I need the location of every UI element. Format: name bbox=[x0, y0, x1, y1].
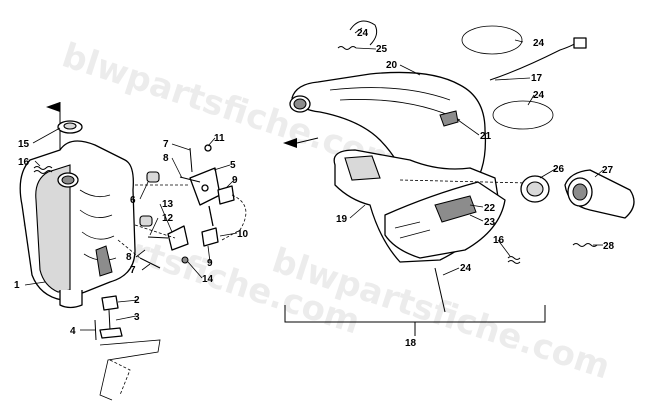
callout-11: 11 bbox=[214, 133, 225, 144]
callout-19: 19 bbox=[336, 214, 348, 225]
callout-13: 13 bbox=[162, 199, 174, 210]
callout-labels: 1 2 3 4 5 6 7 7 8 8 9 9 10 11 12 13 14 1… bbox=[14, 27, 615, 349]
callout-24-mid: 24 bbox=[533, 90, 545, 101]
exhaust-pipe-assembly bbox=[283, 20, 635, 336]
spring-part-25 bbox=[337, 46, 357, 50]
callout-3: 3 bbox=[134, 312, 140, 323]
callout-28: 28 bbox=[603, 241, 615, 252]
muffler-inlet-bore bbox=[61, 175, 75, 185]
spring-coil bbox=[507, 260, 521, 264]
nut-part-11 bbox=[204, 144, 212, 152]
callout-25: 25 bbox=[376, 44, 388, 55]
assembly-guide-arc bbox=[221, 194, 247, 241]
callout-16-right: 16 bbox=[493, 235, 505, 246]
band-part-24-top bbox=[349, 20, 378, 46]
callout-14: 14 bbox=[202, 274, 214, 285]
washer-part-3 bbox=[99, 327, 123, 339]
frame-rail bbox=[99, 339, 161, 401]
stud-part-3 bbox=[108, 309, 111, 331]
bushing-part-6-upper bbox=[146, 171, 160, 183]
clip-part-9-lower bbox=[201, 227, 219, 247]
callout-23: 23 bbox=[484, 217, 496, 228]
muffler-outlet bbox=[59, 290, 83, 309]
sensor-boss-part-21 bbox=[439, 110, 459, 127]
assembly-guide-lines bbox=[117, 184, 190, 259]
callout-24-ring: 24 bbox=[533, 38, 545, 49]
callout-2: 2 bbox=[134, 295, 140, 306]
callout-9-lower: 9 bbox=[207, 258, 213, 269]
callout-8-upper: 8 bbox=[163, 153, 169, 164]
nut-part-2 bbox=[101, 295, 119, 311]
bushing-part-6-lower bbox=[139, 215, 153, 227]
callout-18: 18 bbox=[405, 338, 417, 349]
bolt-part-12 bbox=[147, 236, 169, 239]
callout-10: 10 bbox=[237, 229, 249, 240]
chamber-shaded-panel bbox=[344, 155, 381, 181]
callout-22: 22 bbox=[484, 203, 496, 214]
plate-part-13 bbox=[167, 225, 189, 251]
callout-16-left: 16 bbox=[18, 157, 30, 168]
callout-7-upper: 7 bbox=[163, 139, 169, 150]
callout-20: 20 bbox=[386, 60, 398, 71]
pin-part-10 bbox=[208, 205, 214, 227]
muffler-bracket bbox=[95, 245, 113, 277]
flag-arrow-icon bbox=[46, 102, 60, 112]
pin-part-4 bbox=[94, 319, 97, 341]
callout-1: 1 bbox=[14, 280, 20, 291]
callout-9-upper: 9 bbox=[232, 175, 238, 186]
callout-15: 15 bbox=[18, 139, 30, 150]
coupler-bore bbox=[572, 183, 588, 201]
bolt-part-7-upper bbox=[189, 147, 193, 173]
centerline bbox=[399, 179, 529, 184]
seal-ring-hole bbox=[526, 181, 544, 197]
callout-12: 12 bbox=[162, 213, 174, 224]
band-part-24-mid bbox=[492, 100, 554, 130]
band-part-24-lower bbox=[434, 267, 446, 313]
band-part-24-ring bbox=[461, 25, 523, 55]
flag-arrow-icon bbox=[283, 138, 297, 148]
callout-5: 5 bbox=[230, 160, 236, 171]
bracket-hole bbox=[201, 184, 209, 192]
nut-part-14 bbox=[181, 256, 189, 264]
callout-17: 17 bbox=[531, 73, 543, 84]
callout-24-top: 24 bbox=[357, 28, 369, 39]
grommet-hole bbox=[63, 122, 77, 130]
callout-21: 21 bbox=[480, 131, 492, 142]
bolt-part-8-upper bbox=[179, 176, 201, 183]
leader-lines bbox=[24, 27, 604, 331]
spring-coil bbox=[33, 170, 53, 174]
heat-shield-louver-part-23 bbox=[434, 195, 477, 223]
muffler-assembly bbox=[19, 102, 247, 401]
bolt-part-7-lower bbox=[139, 257, 161, 269]
callout-24-lower: 24 bbox=[460, 263, 472, 274]
callout-27: 27 bbox=[602, 165, 614, 176]
muffler-ribs bbox=[79, 189, 117, 261]
sensor-connector bbox=[573, 37, 587, 49]
spring-part-16-right bbox=[507, 256, 521, 260]
callout-4: 4 bbox=[70, 326, 76, 337]
callout-7-lower: 7 bbox=[130, 265, 136, 276]
flag-leader bbox=[296, 137, 319, 144]
expansion-chamber-upper-part-20 bbox=[291, 71, 487, 191]
clip-part-9-upper bbox=[217, 185, 235, 205]
spring-part-28 bbox=[572, 243, 598, 247]
pipe-inlet-bore bbox=[293, 98, 307, 110]
shield-grid-lines bbox=[394, 221, 431, 239]
callout-6: 6 bbox=[130, 195, 136, 206]
spring-part-16 bbox=[33, 166, 53, 170]
frame-rail-hidden bbox=[109, 359, 131, 396]
callout-8-lower: 8 bbox=[126, 252, 132, 263]
callout-26: 26 bbox=[553, 164, 565, 175]
